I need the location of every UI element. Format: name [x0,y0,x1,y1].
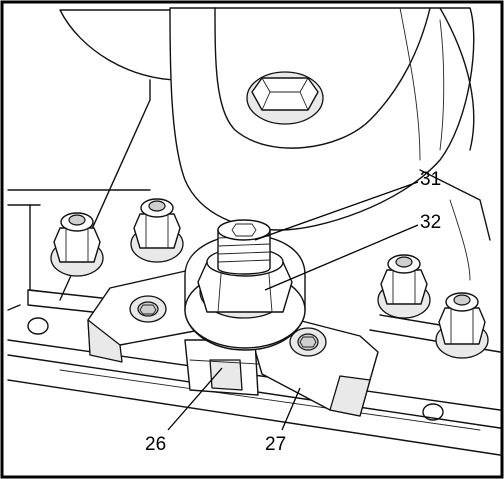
callout-27: 27 [265,434,286,455]
leader-32 [264,224,419,291]
stud-assembly [184,219,306,351]
callout-32: 32 [420,212,441,233]
leader-27 [281,387,301,431]
nut-left-2 [130,198,184,263]
nut-right-1 [377,254,431,319]
nut-right-2 [435,292,489,359]
clamp-holder [87,269,379,417]
spacer-block [184,339,259,396]
callout-31: 31 [420,169,441,190]
leader-26 [167,367,223,431]
nut-left-1 [50,212,104,277]
callout-26: 26 [145,434,166,455]
leader-31 [254,181,419,241]
housing-bolt [246,71,324,125]
